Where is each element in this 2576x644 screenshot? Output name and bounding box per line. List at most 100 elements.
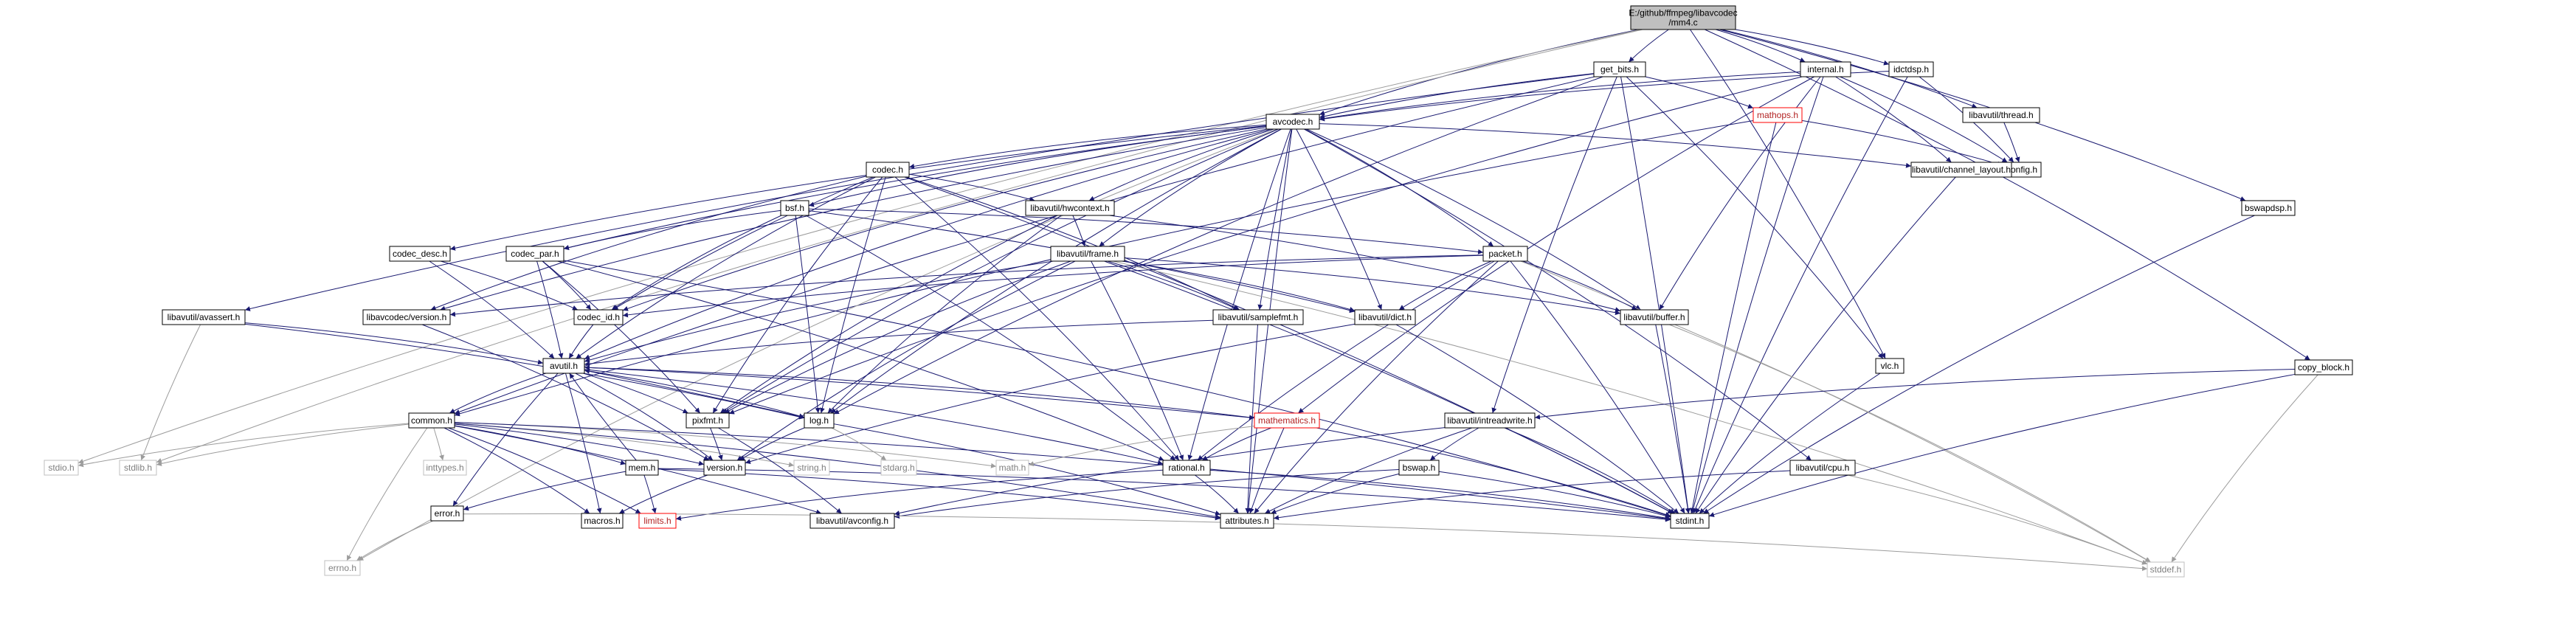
edge-avcodec-to-bsf	[808, 125, 1267, 207]
node-vlc[interactable]: vlc.h	[1875, 358, 1905, 374]
edge-codec_id-to-avutil	[568, 324, 594, 359]
node-lu_buffer[interactable]: libavutil/buffer.h	[1620, 309, 1689, 325]
node-lu_hwcontext[interactable]: libavutil/hwcontext.h	[1025, 200, 1115, 216]
node-version[interactable]: version.h	[703, 460, 746, 476]
edge-lu_buffer-to-stdint	[1655, 324, 1691, 514]
node-codec_par[interactable]: codec_par.h	[505, 246, 564, 262]
edge-lu_frame-to-version	[736, 260, 1076, 461]
node-avcodec-box	[1265, 114, 1320, 130]
node-pixfmt[interactable]: pixfmt.h	[686, 412, 730, 429]
node-lu_avassert-box	[162, 309, 246, 325]
node-mathematics[interactable]: mathematics.h	[1254, 412, 1320, 429]
node-bswapdsp[interactable]: bswapdsp.h	[2241, 200, 2296, 216]
edge-get_bits-to-lu_intreadwrite	[1491, 76, 1617, 414]
edge-lu_thread-to-config	[2003, 122, 2020, 163]
edge-root-to-stdio	[77, 29, 1641, 464]
node-stddef-box	[2147, 561, 2185, 578]
edge-lu_dict-to-stdint	[1395, 324, 1679, 514]
node-error[interactable]: error.h	[430, 505, 464, 522]
node-stdint[interactable]: stdint.h	[1670, 513, 1710, 529]
edge-lu_hwcontext-to-pixfmt	[719, 215, 1058, 414]
node-lu_frame[interactable]: libavutil/frame.h	[1050, 246, 1125, 262]
node-lu_cpu[interactable]: libavutil/cpu.h	[1789, 460, 1856, 476]
node-common[interactable]: common.h	[408, 412, 455, 429]
edge-avutil-to-pixfmt	[583, 373, 688, 414]
node-lc_version[interactable]: libavcodec/version.h	[362, 309, 451, 325]
edge-codec_par-to-pixfmt	[542, 260, 701, 414]
edge-log-to-attributes	[833, 423, 1221, 516]
edge-mathematics-to-avutil	[584, 364, 1255, 419]
node-bswap[interactable]: bswap.h	[1398, 460, 1440, 476]
edge-avutil-to-mathematics	[584, 367, 1255, 420]
node-pixfmt-label: pixfmt.h	[692, 415, 723, 426]
node-codec[interactable]: codec.h	[866, 162, 910, 178]
node-stdarg-box	[880, 460, 917, 476]
edge-rational-to-stdint	[1209, 469, 1671, 521]
edge-packet-to-attributes	[1254, 260, 1499, 514]
node-attributes-label: attributes.h	[1225, 516, 1268, 526]
edge-codec-to-rational	[894, 176, 1180, 461]
node-idctdsp-label: idctdsp.h	[1893, 64, 1929, 75]
node-codec_id[interactable]: codec_id.h	[573, 309, 624, 325]
node-avcodec[interactable]: avcodec.h	[1265, 114, 1320, 130]
edge-bswap-to-stdint	[1438, 471, 1671, 519]
node-errno: errno.h	[324, 560, 361, 576]
node-limits-box	[638, 513, 677, 529]
edge-codec_desc-to-codec_id	[441, 260, 579, 311]
node-copy_block[interactable]: copy_block.h	[2294, 359, 2353, 375]
node-errno-box	[324, 560, 361, 576]
node-packet[interactable]: packet.h	[1482, 246, 1528, 262]
edge-bswap-to-attributes	[1271, 473, 1400, 514]
node-version-label: version.h	[707, 463, 743, 473]
edge-internal-to-avcodec	[1319, 71, 1801, 121]
edge-lu_dict-to-version	[745, 323, 1356, 464]
node-limits[interactable]: limits.h	[638, 513, 677, 529]
node-lu_avassert[interactable]: libavutil/avassert.h	[162, 309, 246, 325]
node-macros[interactable]: macros.h	[581, 513, 624, 529]
node-macros-box	[581, 513, 624, 529]
node-inttypes: inttypes.h	[423, 460, 467, 476]
edge-avcodec-to-packet	[1304, 128, 1494, 247]
node-codec_desc[interactable]: codec_desc.h	[389, 246, 451, 262]
edge-get_bits-to-vlc	[1626, 76, 1884, 359]
node-idctdsp[interactable]: idctdsp.h	[1888, 61, 1934, 77]
dependency-edges	[77, 29, 2318, 572]
edge-root-to-get_bits	[1628, 29, 1669, 63]
node-lu_thread[interactable]: libavutil/thread.h	[1962, 107, 2040, 123]
edge-bsf-to-packet	[808, 208, 1484, 255]
edge-avcodec-to-lu_frame	[1099, 128, 1282, 247]
node-attributes[interactable]: attributes.h	[1220, 513, 1274, 529]
node-lu_chlayout[interactable]: libavutil/channel_layout.h	[1910, 162, 2012, 178]
edge-get_bits-to-mathops	[1645, 76, 1754, 109]
node-mathops[interactable]: mathops.h	[1753, 107, 1803, 123]
edge-codec_par-to-rational	[557, 260, 1164, 461]
node-avcodec-label: avcodec.h	[1273, 117, 1313, 127]
edge-avcodec-to-lu_chlayout	[1319, 123, 1912, 168]
node-mem[interactable]: mem.h	[625, 460, 659, 476]
edge-lu_cpu-to-attributes	[1273, 470, 1791, 521]
node-lu_intreadwrite[interactable]: libavutil/intreadwrite.h	[1444, 412, 1536, 429]
edge-lu_intreadwrite-to-stdint	[1504, 427, 1676, 514]
edge-packet-to-lu_dict	[1398, 260, 1492, 311]
node-lu_samplefmt[interactable]: libavutil/samplefmt.h	[1212, 309, 1304, 325]
node-errno-label: errno.h	[328, 563, 356, 573]
node-packet-label: packet.h	[1488, 249, 1522, 259]
edge-idctdsp-to-avcodec	[1319, 71, 1890, 122]
node-log[interactable]: log.h	[804, 412, 835, 429]
edge-lu_hwcontext-to-lu_frame	[1072, 215, 1086, 247]
node-stdlib: stdlib.h	[119, 460, 157, 476]
node-math-box	[995, 460, 1029, 476]
node-lu_dict[interactable]: libavutil/dict.h	[1354, 309, 1416, 325]
node-root[interactable]: E:/github/ffmpeg/libavcodec/mm4.c	[1629, 5, 1738, 30]
edge-avcodec-to-avutil	[584, 128, 1271, 360]
node-bsf[interactable]: bsf.h	[780, 200, 809, 216]
edge-avutil-to-version	[575, 373, 714, 461]
node-avutil[interactable]: avutil.h	[542, 358, 585, 374]
edge-get_bits-to-lu_avassert	[244, 73, 1595, 311]
edge-avcodec-to-lu_hwcontext	[1088, 128, 1274, 201]
node-get_bits[interactable]: get_bits.h	[1593, 61, 1646, 77]
node-internal[interactable]: internal.h	[1800, 61, 1851, 77]
edge-codec_par-to-codec_id	[542, 260, 592, 311]
node-rational[interactable]: rational.h	[1162, 460, 1211, 476]
node-lu_avconfig[interactable]: libavutil/avconfig.h	[809, 513, 895, 529]
